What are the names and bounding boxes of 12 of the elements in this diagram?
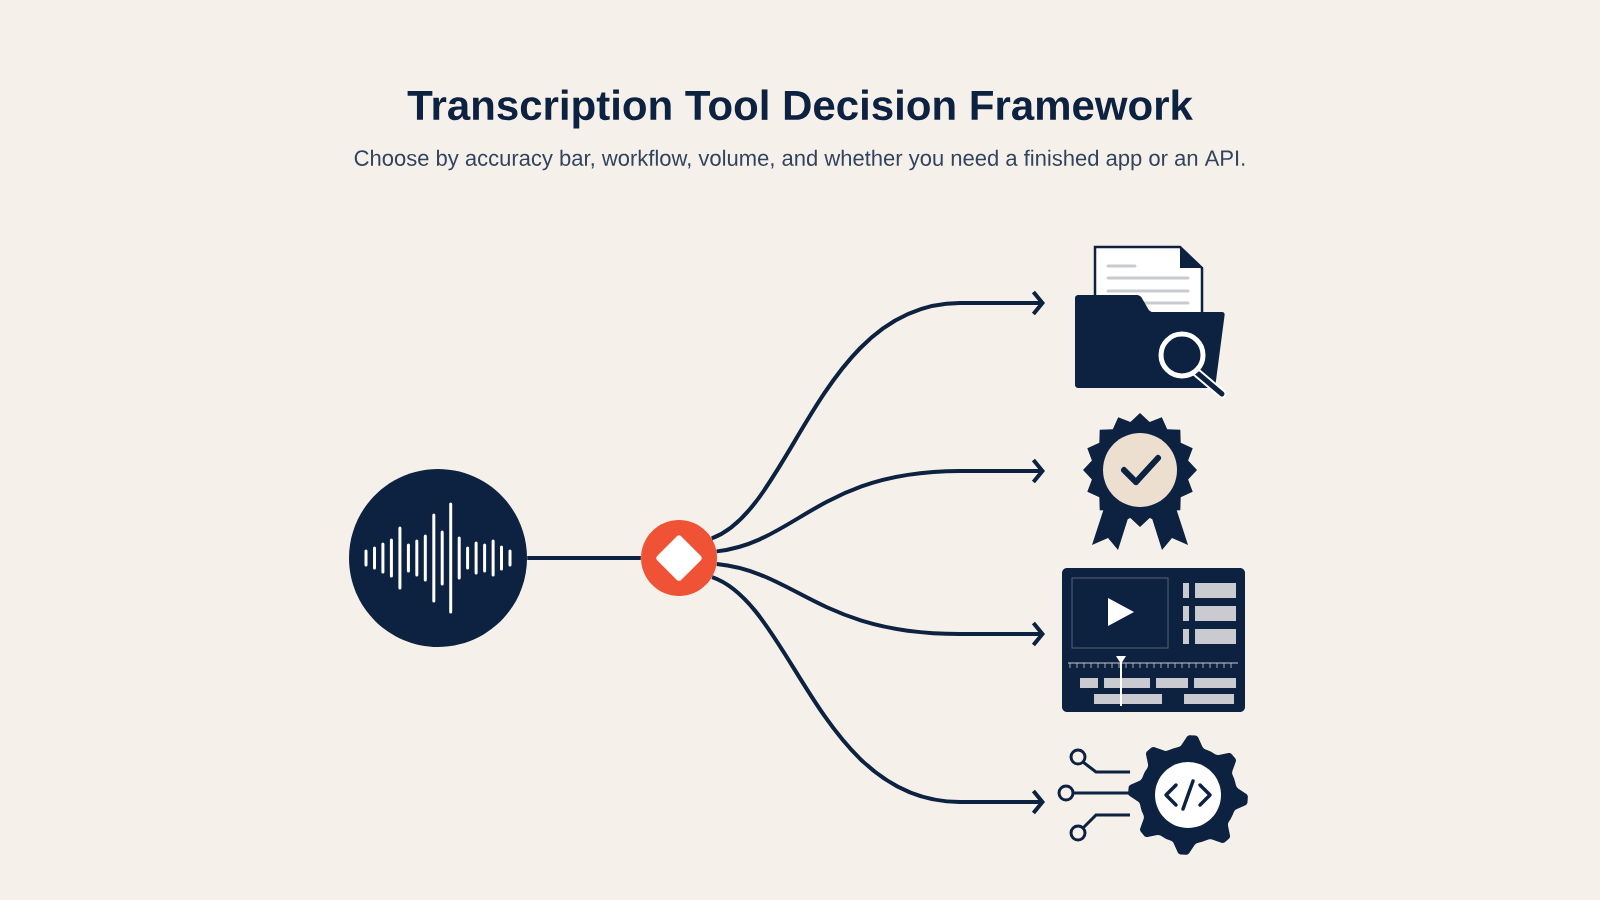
arrow xyxy=(716,562,1045,647)
waveform-circle xyxy=(349,469,527,647)
award-badge-icon xyxy=(1083,413,1197,550)
video-editor-icon xyxy=(1062,568,1245,712)
code-gear-icon xyxy=(1057,735,1248,855)
arrow xyxy=(711,575,1045,815)
subtitle: Choose by accuracy bar, workflow, volume, and whether you need a finished app or an API. xyxy=(354,149,1245,171)
folder-search-icon xyxy=(1075,245,1227,399)
decision-circle xyxy=(641,520,717,596)
title: Transcription Tool Decision Framework xyxy=(407,89,1193,129)
arrow xyxy=(716,458,1045,554)
arrow xyxy=(710,290,1045,541)
